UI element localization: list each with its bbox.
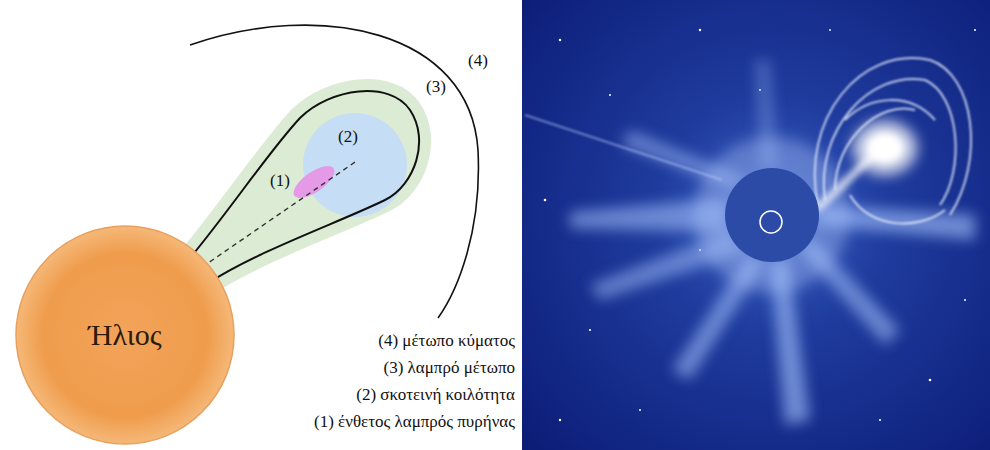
dark-cavity: [303, 113, 407, 217]
wave-front: [190, 25, 478, 318]
legend-line: (2) σκοτεινή κοιλότητα: [356, 384, 515, 406]
bright-front-halo: [190, 91, 419, 282]
legend-line: (4) μέτωπο κύματος: [378, 330, 515, 352]
sun-disc: Ήλιος: [15, 225, 235, 445]
callout-number: (4): [468, 50, 488, 72]
cme-outline: [190, 91, 419, 282]
axis-line: [195, 160, 358, 272]
callout-number: (1): [270, 170, 290, 192]
callout-number: (2): [338, 126, 358, 148]
callout-number: (3): [426, 76, 446, 98]
legend-line: (3) λαμπρό μέτωπο: [383, 357, 515, 379]
coronagraph-image: [522, 0, 990, 450]
legend-line: (1) ένθετος λαμπρός πυρήνας: [314, 411, 515, 433]
bright-core: [289, 160, 340, 204]
sun-label: Ήλιος: [88, 318, 161, 352]
cme-schematic: [190, 25, 478, 318]
